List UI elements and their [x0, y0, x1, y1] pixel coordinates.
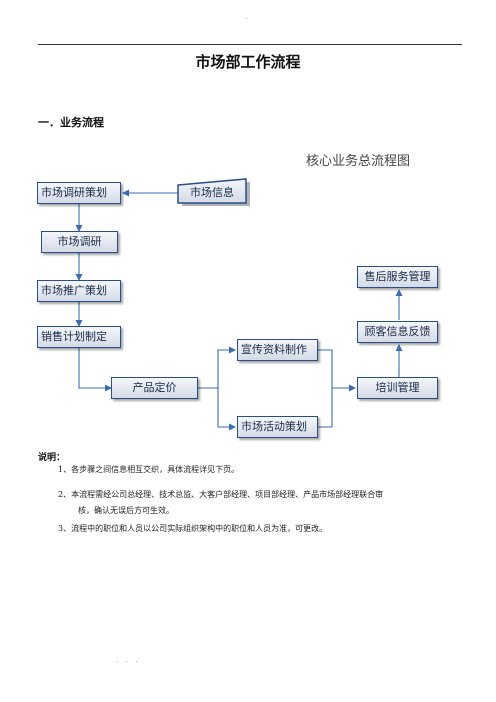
header-rule [38, 44, 462, 45]
node-sales-plan: 销售计划制定 [37, 326, 121, 348]
arrow-pricing-to-events [198, 387, 236, 431]
line-materials-merge [318, 349, 333, 388]
node-promo-materials: 宣传资料制作 [237, 339, 318, 361]
node-market-research: 市场调研 [41, 231, 118, 253]
node-market-events: 市场活动策划 [237, 416, 318, 438]
note-item-2: 2、本流程需经公司总经理、技术总监、大客户部经理、项目部经理、产品市场部经理联合… [58, 489, 383, 500]
notes-title: 说明： [38, 453, 66, 463]
header-mark: . [246, 14, 248, 21]
note-item-3: 3、流程中的职位和人员以公司实际组织架构中的职位和人员为准，可更改。 [58, 523, 327, 534]
section-heading-business-process: 一．业务流程 [38, 116, 104, 129]
document-title: 市场部工作流程 [195, 53, 301, 71]
node-after-sales: 售后服务管理 [357, 266, 438, 288]
note-text: 各步骤之间信息相互交织，具体流程详见下页。 [71, 465, 240, 474]
node-market-promotion-planning: 市场推广策划 [37, 280, 121, 302]
note-item-1: 1、各步骤之间信息相互交织，具体流程详见下页。 [58, 464, 239, 475]
line-events-merge [318, 388, 333, 428]
node-product-pricing: 产品定价 [111, 377, 198, 399]
note-number: 3、 [58, 524, 72, 533]
note-number: 1、 [58, 465, 72, 474]
note-text: 本流程需经公司总经理、技术总监、大客户部经理、项目部经理、产品市场部经理联合审 [71, 490, 384, 499]
note-number: 2、 [58, 490, 72, 499]
footer-mark: . . . [116, 657, 141, 664]
node-market-research-planning: 市场调研策划 [37, 182, 121, 204]
arrow-pricing-to-materials [198, 346, 236, 389]
note-text: 流程中的职位和人员以公司实际组织架构中的职位和人员为准，可更改。 [71, 524, 328, 533]
node-market-info-shape [177, 178, 250, 206]
arrow-sales-to-pricing [78, 347, 112, 392]
node-training: 培训管理 [357, 377, 438, 399]
flowchart-title: 核心业务总流程图 [306, 154, 411, 169]
note-item-2-continued: 核，确认无误后方可生效。 [78, 506, 174, 515]
node-market-info: 市场信息 [190, 186, 234, 199]
node-customer-feedback: 顾客信息反馈 [357, 321, 438, 343]
